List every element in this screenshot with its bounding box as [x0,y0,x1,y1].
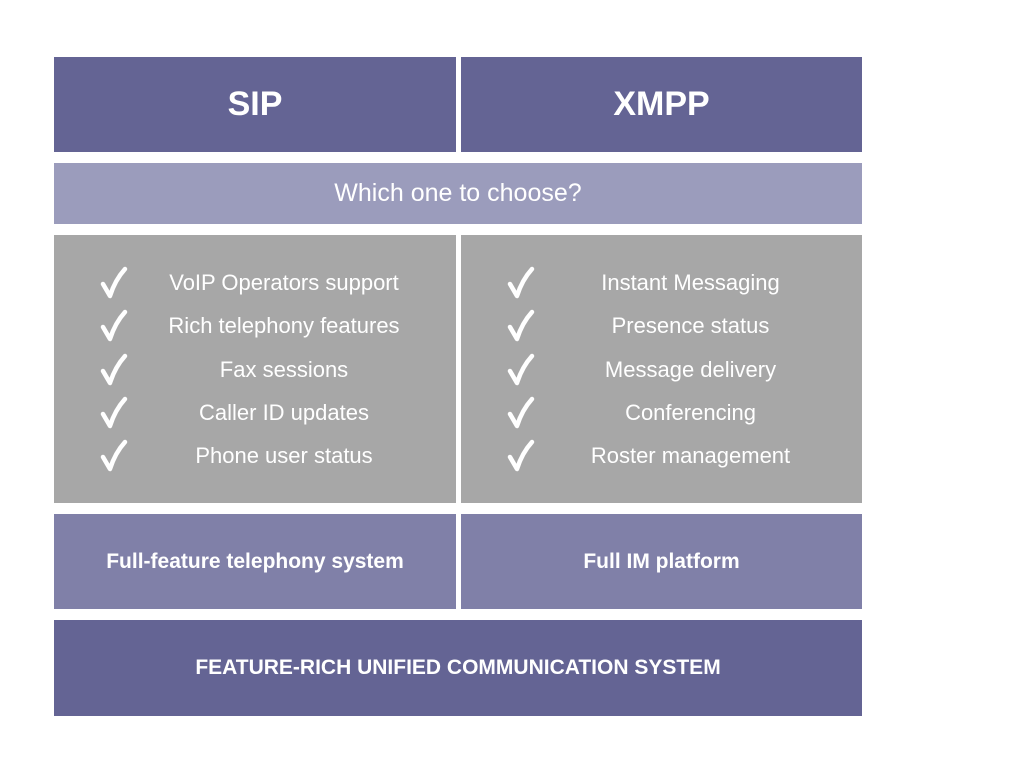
check-icon [100,309,128,343]
sip-feature-item: VoIP Operators support [54,263,456,306]
sip-summary: Full-feature telephony system [54,514,456,609]
sip-feature-item: Caller ID updates [54,393,456,436]
sip-feature-label: Rich telephony features [168,313,400,339]
xmpp-feature-item: Message delivery [461,350,862,393]
check-icon [100,353,128,387]
check-icon [507,396,535,430]
xmpp-header-label: XMPP [613,85,710,123]
check-icon [507,353,535,387]
check-icon [507,439,535,473]
sip-summary-label: Full-feature telephony system [106,549,404,573]
sip-feature-label: Caller ID updates [199,399,369,425]
xmpp-feature-item: Conferencing [461,393,862,436]
question-label: Which one to choose? [334,179,582,207]
xmpp-feature-label: Message delivery [604,356,777,382]
sip-feature-item: Fax sessions [54,350,456,393]
xmpp-feature-list: Instant Messaging Presence status Messag… [461,263,862,479]
sip-feature-label: VoIP Operators support [169,270,399,295]
check-icon [507,266,535,300]
xmpp-feature-item: Instant Messaging [461,263,862,306]
xmpp-summary: Full IM platform [461,514,862,609]
xmpp-feature-label: Conferencing [625,399,756,425]
xmpp-header: XMPP [461,57,862,152]
unified-system-label: FEATURE-RICH UNIFIED COMMUNICATION SYSTE… [195,656,721,679]
sip-feature-label: Phone user status [195,443,373,469]
sip-feature-panel: VoIP Operators support Rich telephony fe… [54,235,456,503]
check-icon [100,266,128,300]
xmpp-summary-label: Full IM platform [583,549,740,573]
xmpp-feature-item: Roster management [461,436,862,479]
xmpp-feature-label: Presence status [611,313,770,339]
unified-system-bar: FEATURE-RICH UNIFIED COMMUNICATION SYSTE… [54,620,862,716]
sip-feature-list: VoIP Operators support Rich telephony fe… [54,263,456,479]
sip-feature-item: Phone user status [54,436,456,479]
xmpp-feature-panel: Instant Messaging Presence status Messag… [461,235,862,503]
check-icon [100,439,128,473]
xmpp-feature-label: Roster management [590,443,791,469]
check-icon [507,309,535,343]
sip-header: SIP [54,57,456,152]
check-icon [100,396,128,430]
sip-header-label: SIP [227,85,283,123]
xmpp-feature-item: Presence status [461,306,862,349]
sip-feature-label: Fax sessions [219,356,349,382]
xmpp-feature-label: Instant Messaging [601,270,780,295]
sip-feature-item: Rich telephony features [54,306,456,349]
question-bar: Which one to choose? [54,163,862,224]
